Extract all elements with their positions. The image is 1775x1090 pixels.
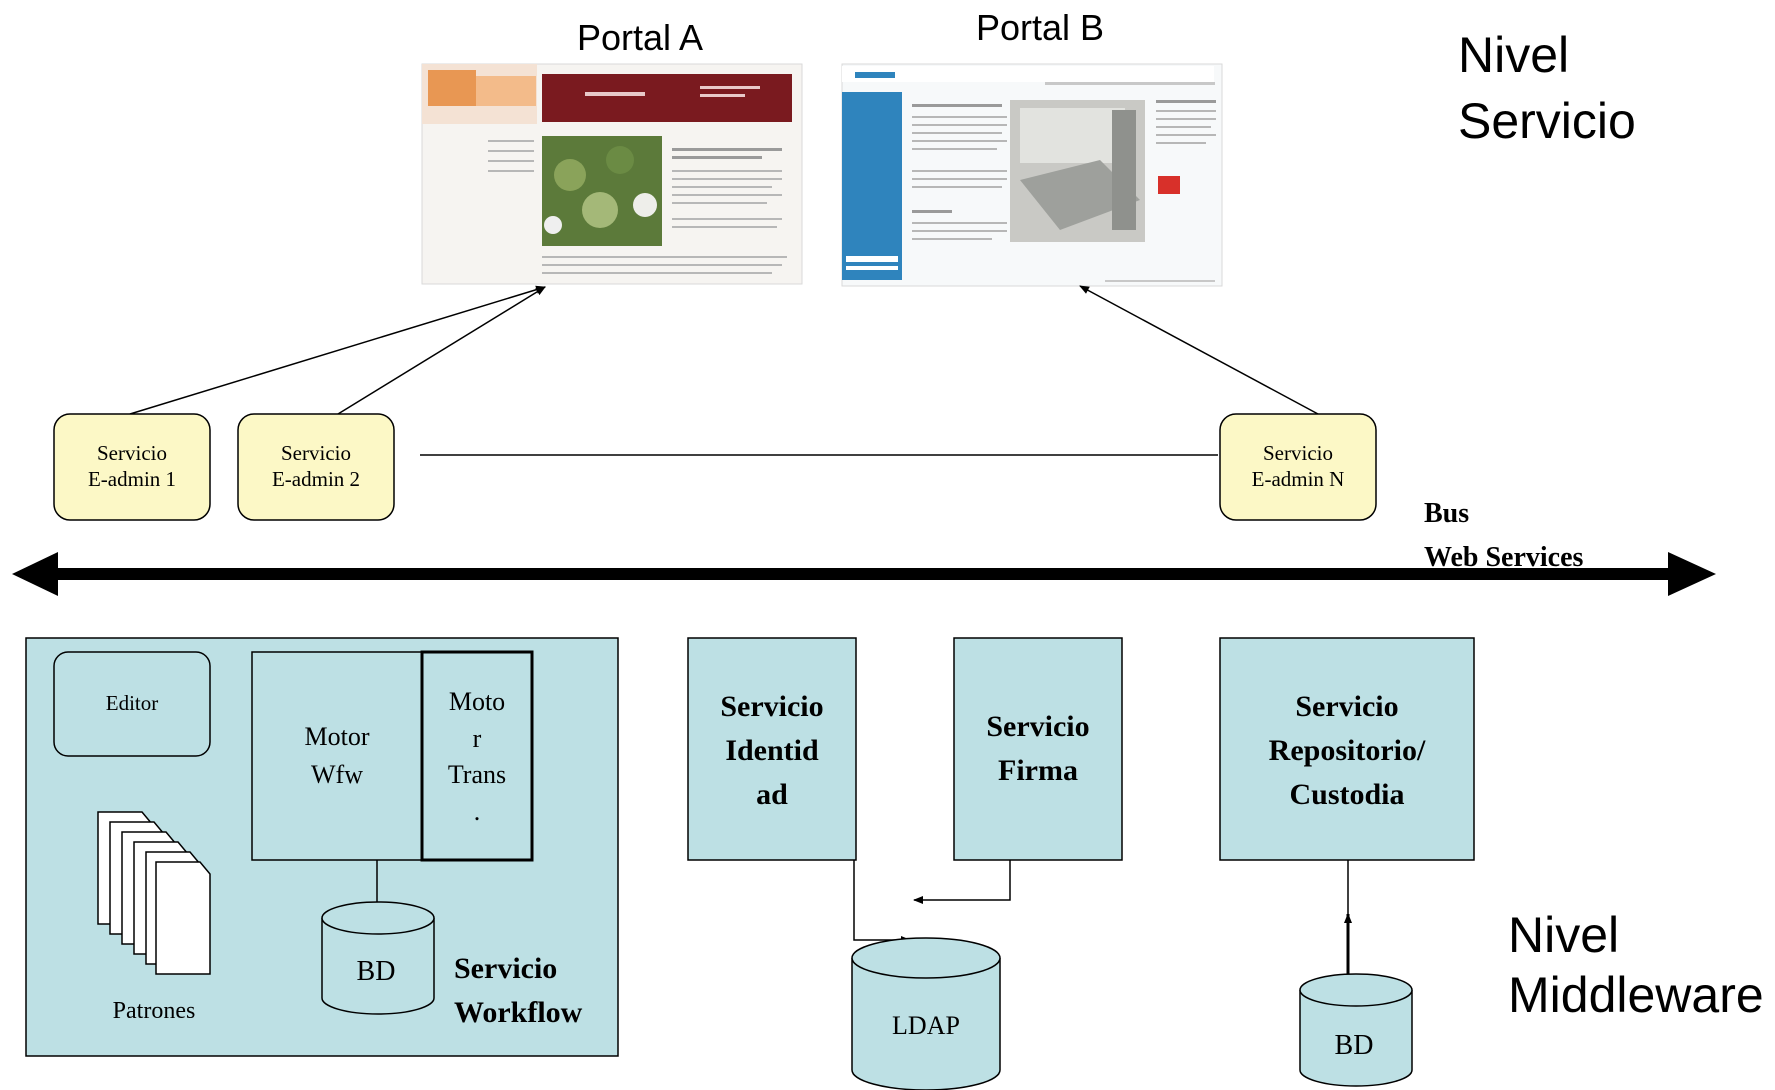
svg-text:Moto: Moto (449, 687, 505, 716)
svg-text:Custodia: Custodia (1289, 778, 1404, 811)
svg-text:E-admin 2: E-admin 2 (272, 467, 360, 491)
portal-a-screenshot[interactable] (421, 63, 803, 285)
svg-text:BD: BD (357, 956, 396, 987)
svg-text:E-admin N: E-admin N (1252, 467, 1345, 491)
svg-text:Nivel: Nivel (1508, 907, 1619, 963)
bus-label: Bus Web Services (1424, 498, 1584, 573)
svg-text:Firma: Firma (998, 754, 1078, 787)
svg-text:.: . (474, 797, 481, 826)
portal-b-screenshot[interactable] (841, 63, 1223, 287)
arrow-service1-to-portal-a (129, 285, 546, 415)
editor-box[interactable]: Editor (53, 651, 211, 757)
patrones-document-stack-icon (97, 811, 211, 975)
motor-trans-box[interactable]: Moto r Trans . (420, 650, 534, 862)
svg-text:Motor: Motor (305, 722, 370, 751)
workflow-bd-cylinder[interactable]: BD (321, 901, 435, 1015)
motor-wfw-box[interactable]: Motor Wfw (251, 651, 423, 861)
service-level-label: Nivel Servicio (1458, 27, 1636, 149)
ldap-cylinder[interactable]: LDAP (851, 937, 1001, 1090)
arrow-service2-to-portal-a (337, 286, 546, 415)
svg-text:Identid: Identid (725, 734, 819, 767)
svg-text:Workflow: Workflow (454, 996, 583, 1029)
workflow-service-title: Servicio Workflow (454, 952, 583, 1029)
svg-text:Servicio: Servicio (97, 441, 167, 465)
svg-text:Servicio: Servicio (986, 710, 1089, 743)
svg-text:Nivel: Nivel (1458, 27, 1569, 83)
svg-text:Editor: Editor (106, 691, 159, 715)
arrow-firma-to-ldap (913, 860, 1011, 904)
svg-text:Web Services: Web Services (1424, 542, 1584, 573)
svg-text:Servicio: Servicio (720, 690, 823, 723)
portal-a-title: Portal A (577, 17, 703, 58)
svg-text:BD: BD (1335, 1030, 1374, 1061)
svg-text:Servicio: Servicio (454, 952, 557, 985)
svg-text:Middleware: Middleware (1508, 967, 1764, 1023)
patrones-label: Patrones (113, 998, 196, 1024)
identity-service-box[interactable]: Servicio Identid ad (687, 637, 857, 861)
svg-text:Servicio: Servicio (281, 441, 351, 465)
arrow-identity-to-ldap (853, 860, 911, 944)
signature-service-box[interactable]: Servicio Firma (953, 637, 1123, 861)
middleware-level-label: Nivel Middleware (1508, 907, 1764, 1023)
portal-b-title: Portal B (976, 7, 1104, 48)
workflow-service-block[interactable]: Editor Motor Wfw Moto r Trans . Patrones (25, 637, 619, 1057)
portal-b-sidebar (842, 92, 902, 280)
svg-text:Servicio: Servicio (1295, 690, 1398, 723)
repository-bd-cylinder[interactable]: BD (1299, 973, 1413, 1087)
svg-text:E-admin 1: E-admin 1 (88, 467, 176, 491)
svg-text:Servicio: Servicio (1458, 93, 1636, 149)
service-e-admin-1[interactable]: Servicio E-admin 1 (53, 413, 211, 521)
svg-text:Servicio: Servicio (1263, 441, 1333, 465)
portal-a-header (542, 74, 792, 122)
web-services-bus-arrow (12, 552, 1716, 596)
repository-service-box[interactable]: Servicio Repositorio/ Custodia (1219, 637, 1475, 861)
svg-text:Wfw: Wfw (311, 760, 363, 789)
arrow-servicen-to-portal-b (1079, 285, 1319, 415)
svg-text:LDAP: LDAP (892, 1011, 960, 1040)
svg-text:Repositorio/: Repositorio/ (1269, 734, 1426, 767)
svg-text:ad: ad (756, 778, 788, 811)
svg-text:Bus: Bus (1424, 498, 1469, 529)
service-e-admin-n[interactable]: Servicio E-admin N (1219, 413, 1377, 521)
svg-text:r: r (473, 724, 482, 753)
svg-text:Trans: Trans (448, 760, 506, 789)
service-e-admin-2[interactable]: Servicio E-admin 2 (237, 413, 395, 521)
